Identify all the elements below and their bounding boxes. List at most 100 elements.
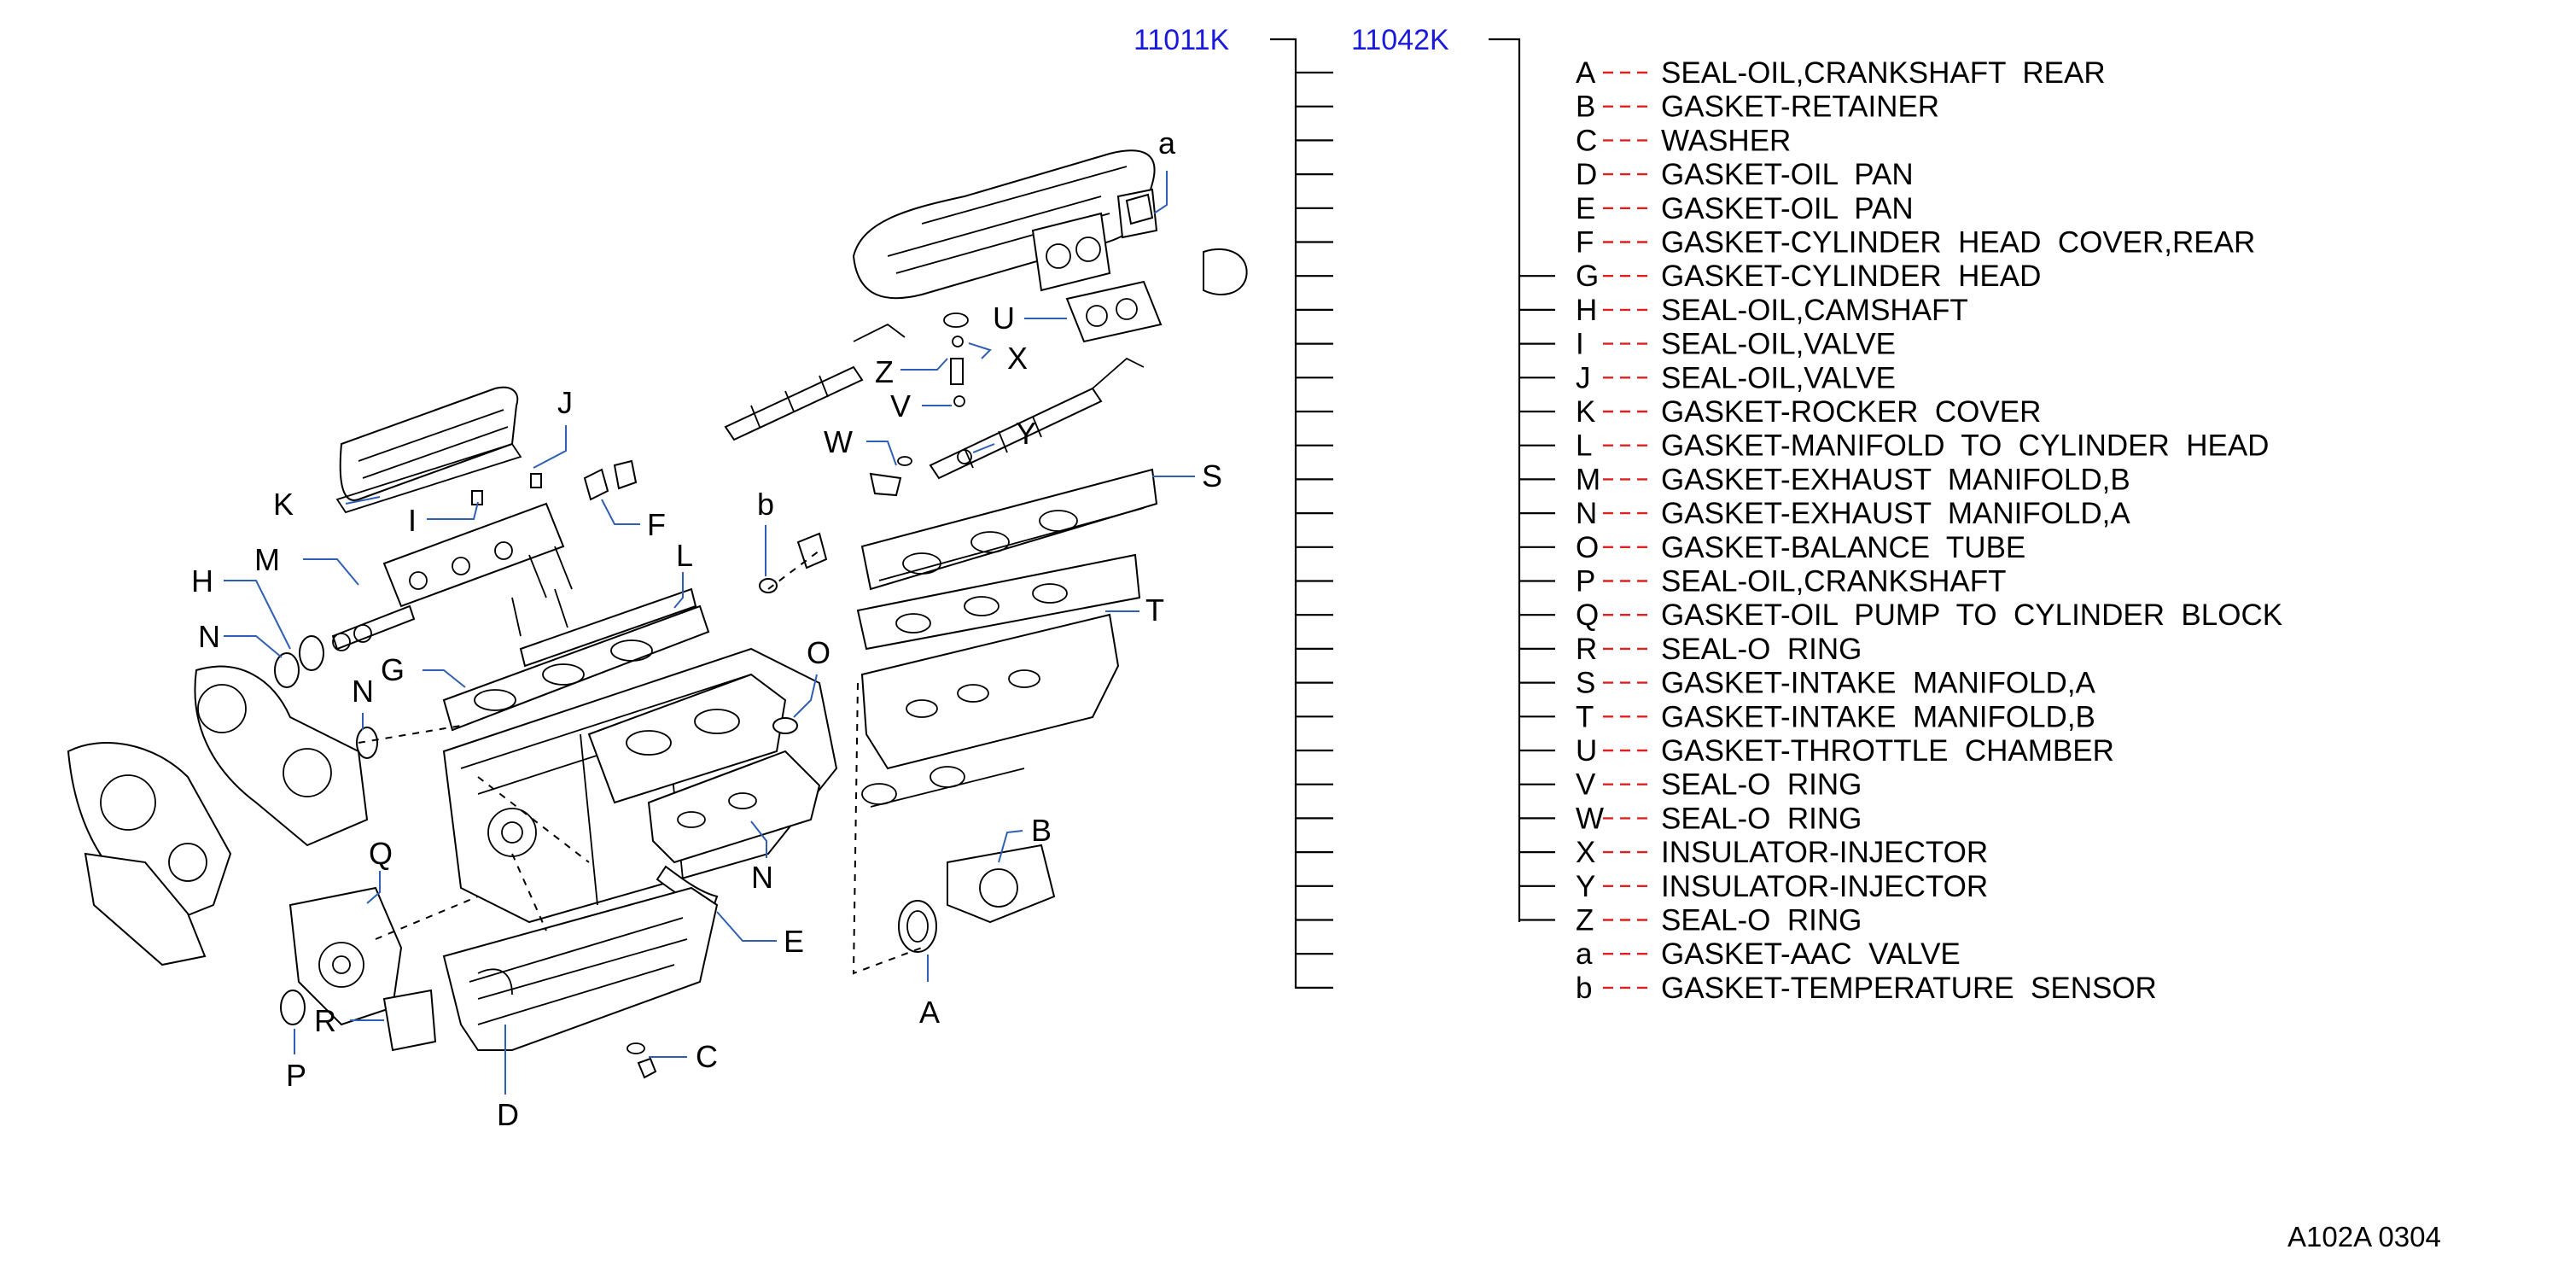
callout-i: I — [408, 503, 417, 538]
cylinder-block — [442, 647, 838, 924]
callout-d: D — [497, 1097, 519, 1132]
legend-description: GASKET-OIL PUMP TO CYLINDER BLOCK — [1661, 598, 2282, 632]
callout-c: C — [696, 1039, 718, 1074]
legend-key: K — [1576, 395, 1595, 429]
legend-row: C WASHER — [1576, 124, 1791, 157]
legend-description: GASKET-ROCKER COVER — [1661, 395, 2041, 429]
callout-l: L — [676, 538, 693, 573]
intake-plenum — [852, 149, 1158, 300]
legend-row: G GASKET-CYLINDER HEAD — [1576, 260, 2041, 293]
aac-valve-gasket — [1125, 193, 1154, 225]
legend-description: SEAL-OIL,CAMSHAFT — [1661, 294, 1968, 327]
callout-q: Q — [369, 836, 393, 871]
cylinder-head-left — [382, 502, 573, 608]
legend-key: Y — [1576, 870, 1595, 903]
legend-key: F — [1576, 226, 1594, 260]
legend-row: F GASKET-CYLINDER HEAD COVER,REAR — [1576, 226, 2255, 260]
legend-row: P SEAL-OIL,CRANKSHAFT — [1576, 565, 2007, 598]
legend-description: GASKET-CYLINDER HEAD COVER,REAR — [1661, 226, 2255, 260]
legend-description: SEAL-OIL,CRANKSHAFT — [1661, 565, 2007, 598]
legend-description: GASKET-INTAKE MANIFOLD,A — [1661, 667, 2096, 700]
cylinder-head-gasket — [442, 604, 710, 732]
legend-key: Z — [1576, 904, 1594, 937]
legend-key: I — [1576, 328, 1584, 361]
legend-description: GASKET-MANIFOLD TO CYLINDER HEAD — [1661, 429, 2269, 463]
legend-key: C — [1576, 124, 1597, 157]
rear-oil-seal — [898, 900, 937, 953]
sub-bracket-ticks — [1519, 275, 1555, 921]
intake-manifold-gasket-a — [860, 468, 1158, 591]
intake-manifold-lower — [860, 613, 1120, 808]
callout-labels: a U Z X V W Y S T J K I F M H L b N N G … — [191, 126, 1222, 1132]
legend-key: b — [1576, 972, 1592, 1005]
callout-o: O — [807, 635, 830, 670]
legend-description: GASKET-THROTTLE CHAMBER — [1661, 734, 2114, 768]
part-number-main: 11011K — [1134, 24, 1229, 56]
camshaft-seals — [274, 635, 378, 759]
callout-a-lower: A — [919, 995, 940, 1030]
legend-row: U GASKET-THROTTLE CHAMBER — [1576, 734, 2114, 768]
legend-description: GASKET-EXHAUST MANIFOLD,A — [1661, 497, 2130, 530]
oil-pump — [280, 886, 437, 1052]
legend-row: I SEAL-OIL,VALVE — [1576, 328, 1896, 361]
legend-row: Y INSULATOR-INJECTOR — [1576, 870, 1988, 903]
legend-key: E — [1576, 192, 1595, 225]
exhaust-manifold-right — [647, 750, 821, 864]
balance-tube-gasket — [772, 717, 798, 734]
callout-n-mid: N — [352, 674, 374, 709]
legend-description: WASHER — [1661, 124, 1791, 157]
figure-code: A102A 0304 — [2288, 1221, 2441, 1252]
callout-n-right: N — [751, 860, 773, 895]
legend-row: M GASKET-EXHAUST MANIFOLD,B — [1576, 463, 2130, 496]
legend-key: N — [1576, 497, 1597, 530]
assembly-dashed-lines — [358, 550, 923, 975]
intake-manifold-gasket-b — [856, 553, 1141, 651]
timing-belt-cover — [194, 665, 369, 847]
callout-u: U — [993, 301, 1015, 336]
fuel-rail-left — [724, 323, 906, 441]
injector-parts — [869, 312, 972, 497]
oil-pan-washer — [627, 1042, 657, 1079]
legend-key: Q — [1576, 598, 1599, 632]
legend-description: SEAL-OIL,VALVE — [1661, 361, 1896, 394]
legend-row: N GASKET-EXHAUST MANIFOLD,A — [1576, 497, 2130, 530]
legend-description: GASKET-OIL PAN — [1661, 158, 1914, 191]
legend-key: H — [1576, 294, 1597, 327]
legend-key: G — [1576, 260, 1599, 293]
callout-s: S — [1202, 458, 1222, 493]
legend-description: GASKET-RETAINER — [1661, 90, 1939, 124]
part-number-sub: 11042K — [1351, 24, 1449, 56]
engine-exploded-illustration: a U Z X V W Y S T J K I F M H L b N N G … — [67, 126, 1248, 1132]
legend-key: U — [1576, 734, 1597, 768]
callout-z: Z — [875, 354, 894, 389]
callout-h: H — [191, 563, 213, 598]
legend-row: J SEAL-OIL,VALVE — [1576, 361, 1896, 394]
legend-key: X — [1576, 836, 1595, 869]
legend-description: GASKET-EXHAUST MANIFOLD,B — [1661, 463, 2130, 496]
legend-description: SEAL-OIL,VALVE — [1661, 328, 1896, 361]
legend-key: J — [1576, 361, 1591, 394]
small-gaskets-f — [583, 459, 638, 501]
legend-description: GASKET-CYLINDER HEAD — [1661, 260, 2041, 293]
legend-key: M — [1576, 463, 1600, 496]
callout-y: Y — [1016, 416, 1036, 451]
legend-description: GASKET-AAC VALVE — [1661, 937, 1961, 971]
camshaft — [331, 604, 416, 651]
legend-description: SEAL-O RING — [1661, 633, 1862, 666]
legend-description: INSULATOR-INJECTOR — [1661, 870, 1988, 903]
rocker-cover — [335, 386, 522, 514]
callout-g: G — [381, 652, 405, 687]
main-bracket-ticks — [1296, 71, 1333, 990]
callout-t: T — [1145, 593, 1164, 628]
legend-key: P — [1576, 565, 1595, 598]
manifold-gasket-l — [519, 587, 697, 668]
